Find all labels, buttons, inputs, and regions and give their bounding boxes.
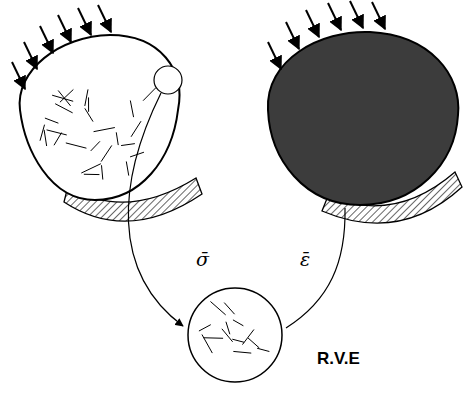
fiber <box>40 125 45 141</box>
sample-circle <box>154 66 182 94</box>
fiber <box>210 301 225 314</box>
field-symbol: ε̄ <box>300 248 310 270</box>
fiber <box>52 95 73 101</box>
load-arrow <box>40 26 53 53</box>
fiber <box>85 108 93 121</box>
heterogeneous-body <box>20 35 180 200</box>
fiber <box>233 351 251 353</box>
fiber <box>143 88 156 101</box>
fiber <box>248 338 259 348</box>
load-arrow <box>58 15 71 42</box>
fiber <box>47 130 67 135</box>
fibers <box>40 88 156 180</box>
field-symbol: σ̄ <box>196 248 209 270</box>
fiber <box>101 145 112 161</box>
fibers <box>199 301 269 353</box>
load-arrow <box>328 3 341 30</box>
fiber <box>204 337 224 339</box>
fiber <box>131 121 141 137</box>
load-arrow <box>286 22 299 49</box>
rve-outline <box>187 287 283 383</box>
load-arrow <box>350 1 363 28</box>
fiber <box>224 303 234 315</box>
fiber <box>232 339 244 342</box>
fiber <box>121 144 135 146</box>
homogeneous-body <box>268 32 458 205</box>
fiber <box>126 161 128 175</box>
fiber <box>91 141 100 151</box>
load-arrow <box>268 42 281 69</box>
load-arrow <box>78 8 91 35</box>
rve-circle-outline <box>188 288 282 382</box>
fiber <box>226 322 230 334</box>
load-arrow <box>372 2 385 29</box>
fiber <box>116 132 118 145</box>
fiber <box>94 128 115 132</box>
fiber <box>81 164 101 173</box>
rve-circle: R.V.E <box>187 287 283 383</box>
fiber <box>84 174 100 175</box>
rve-heading: R.V.E <box>317 349 360 369</box>
fiber <box>202 334 212 353</box>
fiber <box>66 143 87 148</box>
fiber <box>88 97 89 111</box>
fiber <box>45 118 58 123</box>
load-arrow <box>24 42 37 69</box>
fiber <box>199 325 211 331</box>
load-arrows <box>12 1 385 89</box>
zoom-curve <box>128 93 183 326</box>
fiber <box>233 320 243 326</box>
fiber <box>130 100 133 117</box>
fiber <box>85 89 88 106</box>
fiber <box>257 348 269 351</box>
fiber <box>101 165 102 179</box>
load-arrow <box>12 62 25 89</box>
fiber <box>54 133 62 146</box>
load-arrow <box>306 10 319 37</box>
fiber <box>44 130 47 146</box>
load-arrow <box>98 5 111 32</box>
return-curve <box>286 208 345 328</box>
fiber <box>222 329 233 342</box>
fiber <box>55 104 72 113</box>
